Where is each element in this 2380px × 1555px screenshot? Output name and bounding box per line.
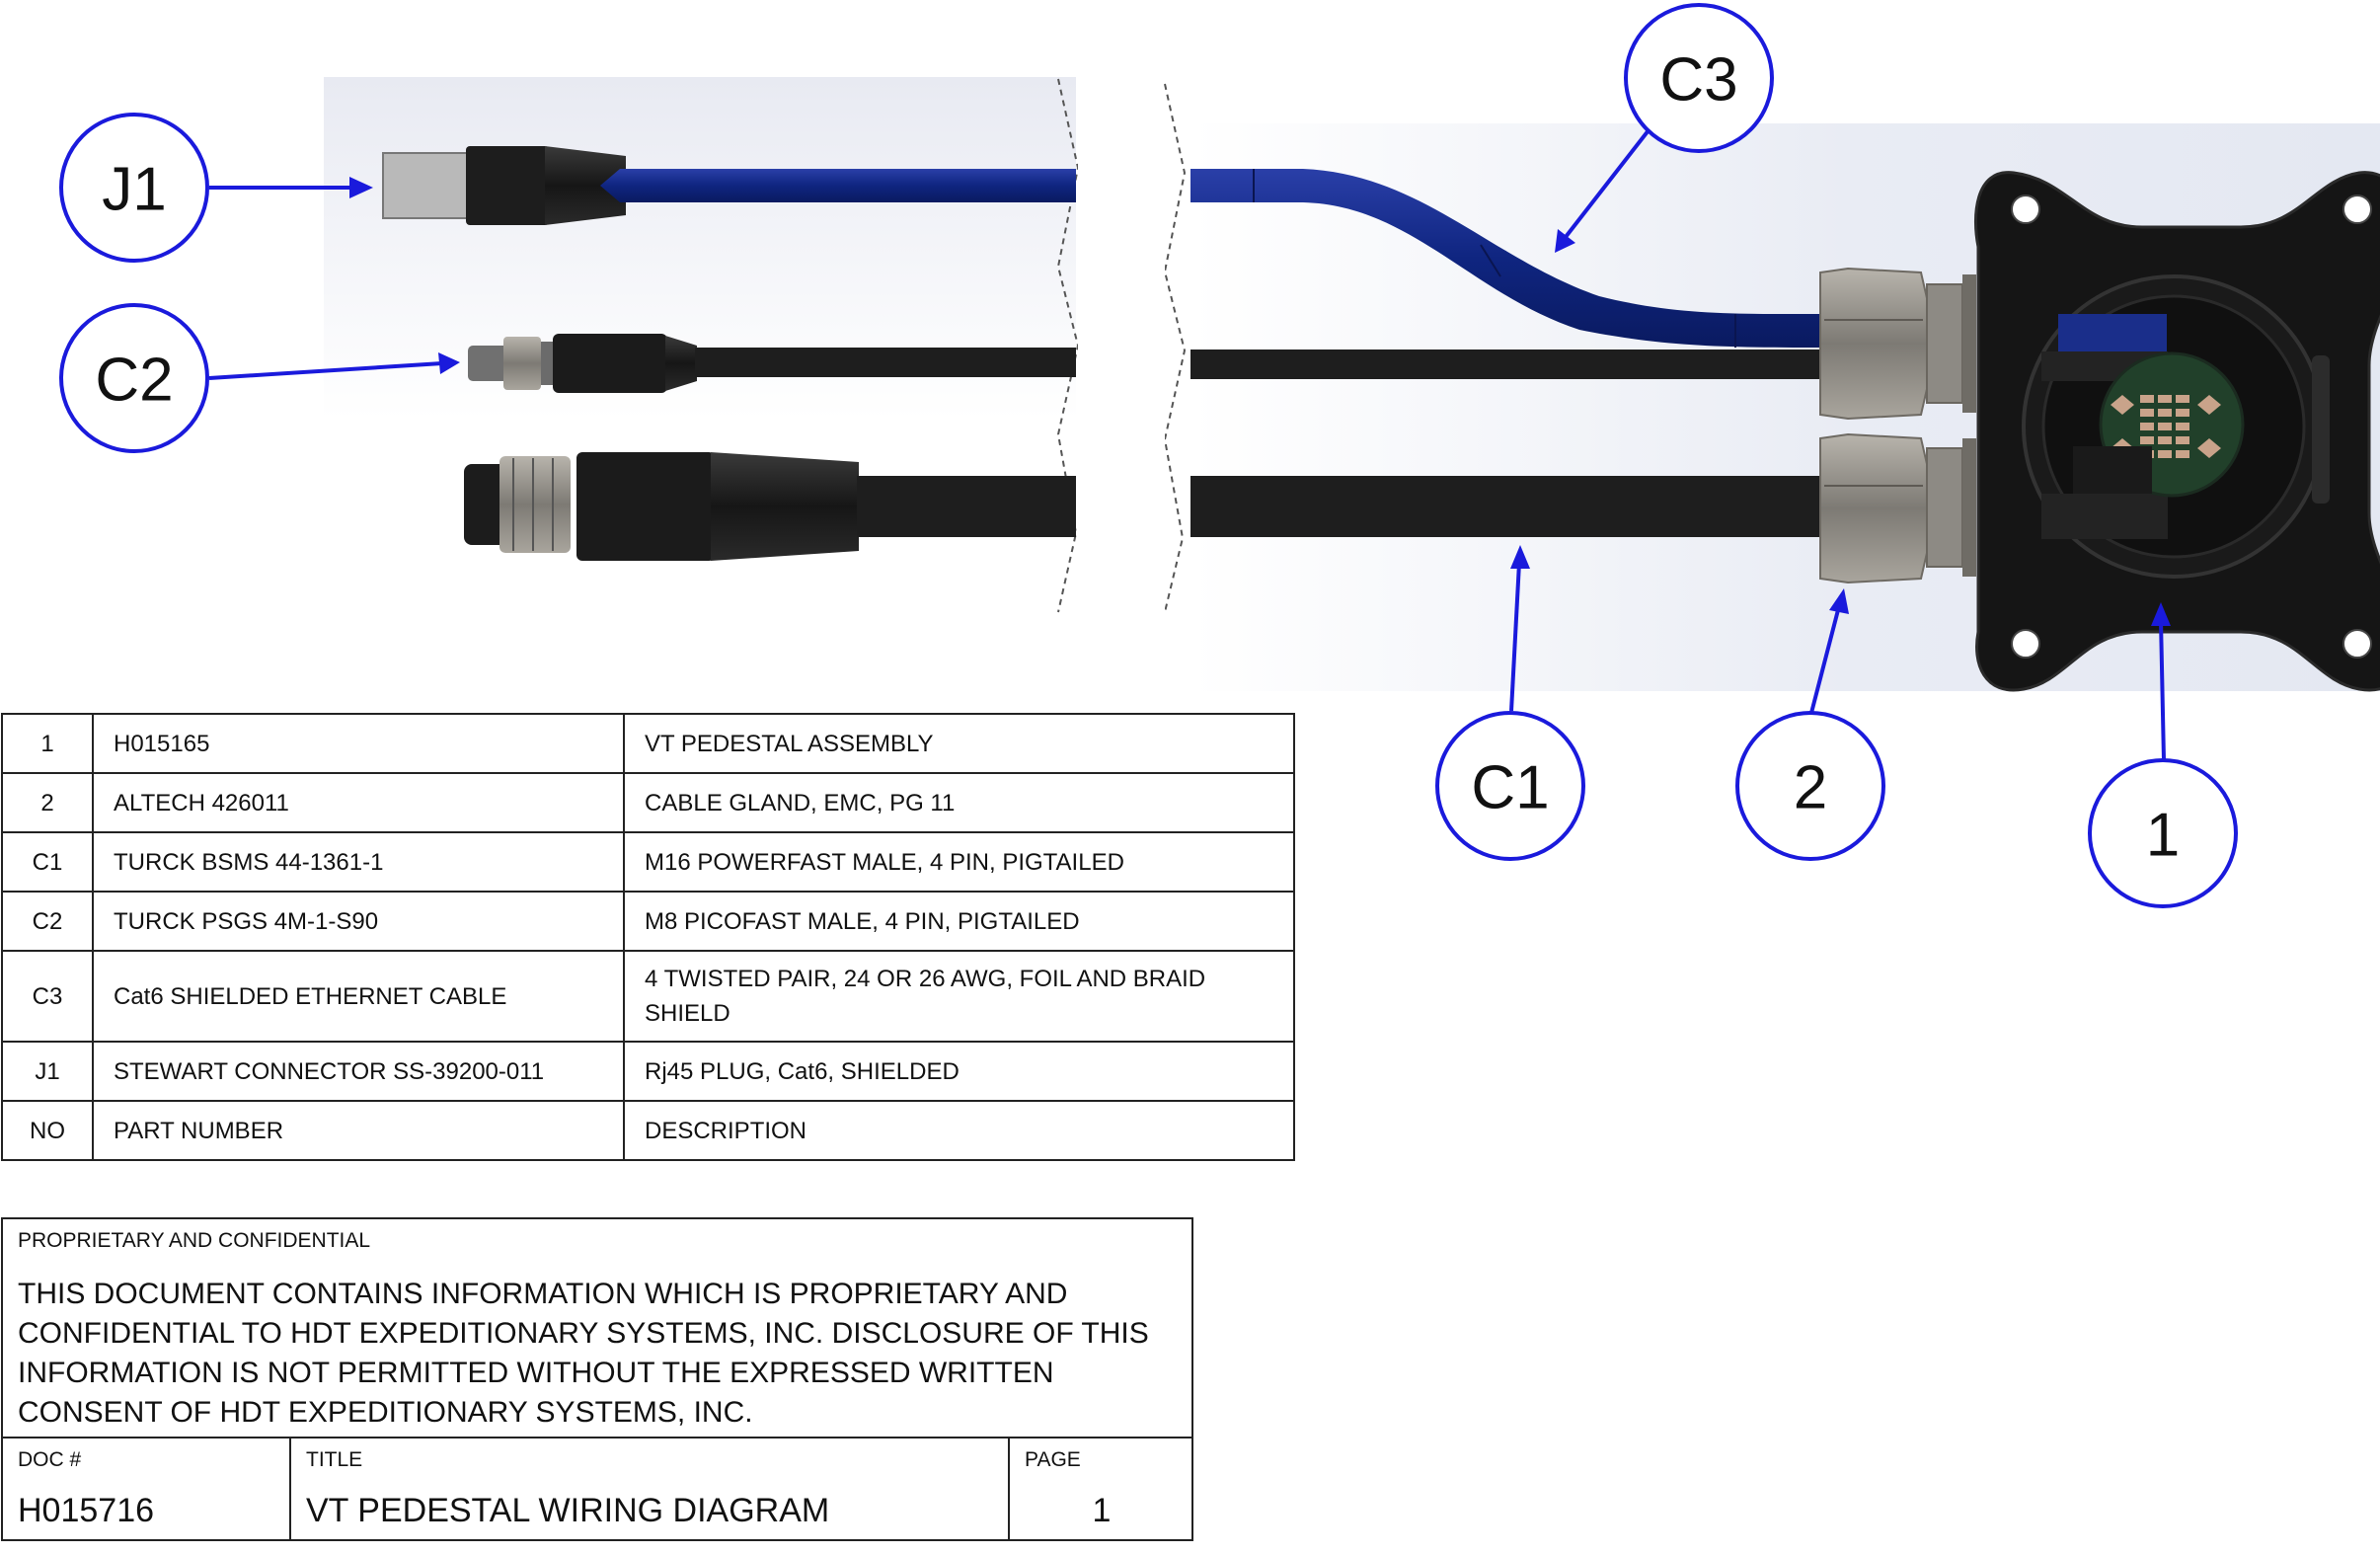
confidentiality-notice: PROPRIETARY AND CONFIDENTIAL THIS DOCUME… (3, 1219, 1191, 1438)
bom-item-no: C2 (1, 891, 94, 952)
callout-circle-2 (1735, 711, 1885, 861)
bom-part-number: Cat6 SHIELDED ETHERNET CABLE (92, 950, 625, 1043)
c2-cable-left (695, 348, 1076, 377)
callout-circle-c3 (1624, 3, 1774, 153)
bom-header-row: NO PART NUMBER DESCRIPTION (1, 1100, 1295, 1161)
title-value: VT PEDESTAL WIRING DIAGRAM (306, 1492, 830, 1529)
callout-circle-j1 (59, 113, 209, 263)
leader-c3-arrow (1555, 229, 1575, 253)
c2-m8-connector (468, 334, 697, 393)
bom-item-no: C1 (1, 831, 94, 893)
bom-description: CABLE GLAND, EMC, PG 11 (623, 772, 1295, 833)
cable-gland-upper (1819, 267, 1976, 421)
bom-item-no: J1 (1, 1041, 94, 1102)
bom-part-number: ALTECH 426011 (92, 772, 625, 833)
leader-c1-arrow (1510, 545, 1530, 569)
bom-item-no: 2 (1, 772, 94, 833)
notice-heading: PROPRIETARY AND CONFIDENTIAL (18, 1229, 371, 1252)
bom-description: 4 TWISTED PAIR, 24 OR 26 AWG, FOIL AND B… (623, 950, 1295, 1043)
vt-pedestal-assembly (1973, 171, 2380, 692)
callout-circle-c1 (1435, 711, 1585, 861)
leader-j1-arrow (349, 177, 373, 198)
doc-number-label: DOC # (18, 1448, 82, 1471)
table-row: J1 STEWART CONNECTOR SS-39200-011 Rj45 P… (1, 1041, 1295, 1102)
bom-item-no: C3 (1, 950, 94, 1043)
bom-description: M8 PICOFAST MALE, 4 PIN, PIGTAILED (623, 891, 1295, 952)
page-value: 1 (1092, 1492, 1112, 1529)
bom-item-no: 1 (1, 713, 94, 774)
bom-header-part-number: PART NUMBER (92, 1100, 625, 1161)
c1-cable-left (857, 476, 1076, 537)
title-label: TITLE (306, 1448, 363, 1471)
page-label: PAGE (1025, 1448, 1081, 1471)
c2-cable-right (1190, 350, 1836, 379)
notice-body: THIS DOCUMENT CONTAINS INFORMATION WHICH… (18, 1278, 1149, 1429)
bom-header-description: DESCRIPTION (623, 1100, 1295, 1161)
callout-label-2: 2 (1794, 754, 1827, 822)
bom-description: VT PEDESTAL ASSEMBLY (623, 713, 1295, 774)
leader-c3 (1564, 128, 1651, 239)
table-row: 2 ALTECH 426011 CABLE GLAND, EMC, PG 11 (1, 772, 1295, 833)
c3-ethernet-cable-right (1190, 169, 1836, 348)
j1-rj45-plug (382, 146, 626, 225)
callout-label-1: 1 (2146, 802, 2180, 870)
c1-cable-right (1190, 476, 1836, 537)
leader-2-arrow (1829, 588, 1849, 614)
callout-circle-1 (2088, 758, 2238, 908)
page-cell: PAGE 1 (1010, 1438, 1193, 1541)
break-gap (1078, 99, 1165, 632)
table-row: 1 H015165 VT PEDESTAL ASSEMBLY (1, 713, 1295, 774)
bom-description: Rj45 PLUG, Cat6, SHIELDED (623, 1041, 1295, 1102)
bom-header-no: NO (1, 1100, 94, 1161)
bom-part-number: TURCK PSGS 4M-1-S90 (92, 891, 625, 952)
table-row: C3 Cat6 SHIELDED ETHERNET CABLE 4 TWISTE… (1, 950, 1295, 1043)
leader-c2-arrow (438, 352, 460, 374)
bom-part-number: TURCK BSMS 44-1361-1 (92, 831, 625, 893)
leader-c2 (208, 361, 443, 380)
cable-gland-lower (1819, 432, 1976, 584)
callout-label-c3: C3 (1659, 46, 1737, 115)
table-row: C1 TURCK BSMS 44-1361-1 M16 POWERFAST MA… (1, 831, 1295, 893)
doc-number-cell: DOC # H015716 (3, 1438, 291, 1541)
leader-2 (1809, 605, 1841, 714)
title-block: PROPRIETARY AND CONFIDENTIAL THIS DOCUME… (1, 1217, 1193, 1541)
c3-ethernet-cable-left (600, 169, 1076, 202)
bill-of-materials-table: 1 H015165 VT PEDESTAL ASSEMBLY 2 ALTECH … (1, 713, 1295, 1161)
bom-part-number: STEWART CONNECTOR SS-39200-011 (92, 1041, 625, 1102)
leader-1 (2159, 619, 2166, 761)
callout-label-c2: C2 (95, 347, 173, 415)
doc-number-value: H015716 (18, 1492, 155, 1529)
bom-description: M16 POWERFAST MALE, 4 PIN, PIGTAILED (623, 831, 1295, 893)
leader-1-arrow (2151, 602, 2171, 626)
bom-part-number: H015165 (92, 713, 625, 774)
break-line-right (1163, 83, 1187, 613)
title-cell: TITLE VT PEDESTAL WIRING DIAGRAM (291, 1438, 1010, 1541)
callout-circle-c2 (59, 303, 209, 453)
table-row: C2 TURCK PSGS 4M-1-S90 M8 PICOFAST MALE,… (1, 891, 1295, 952)
callout-label-j1: J1 (102, 156, 166, 224)
callout-label-c1: C1 (1471, 754, 1549, 822)
c1-m16-connector (464, 452, 859, 561)
leader-c1 (1509, 562, 1521, 712)
